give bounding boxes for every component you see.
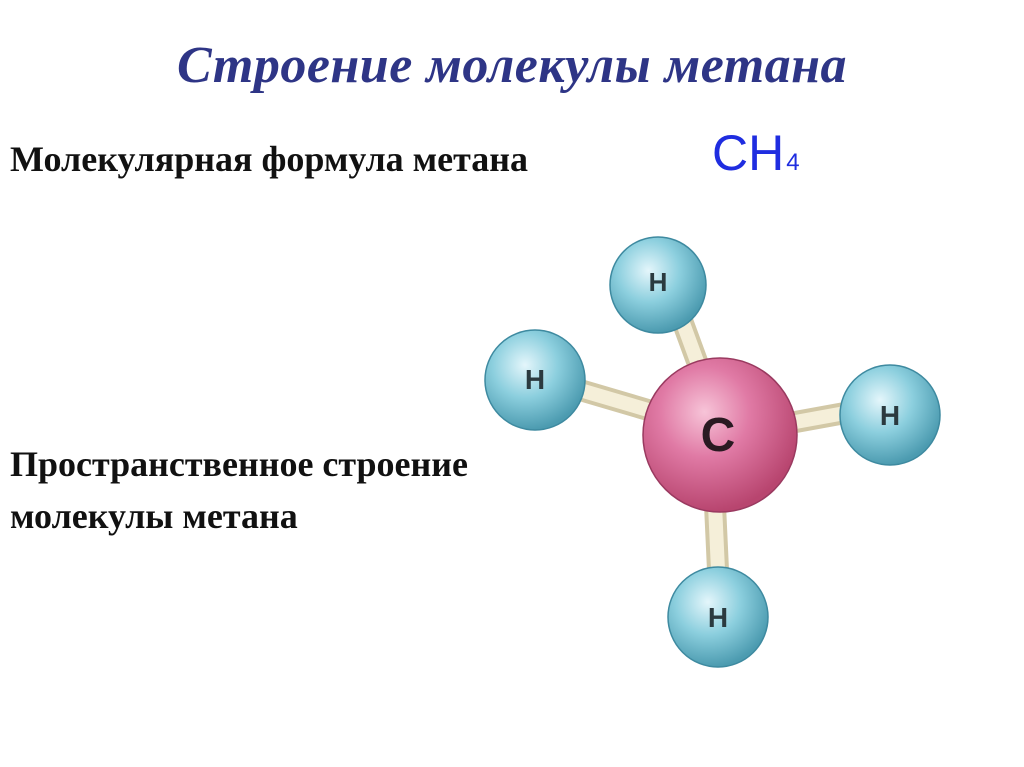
hydrogen-label: H — [708, 602, 728, 633]
bond-bottom-inner — [708, 498, 725, 577]
hydrogen-label: H — [649, 267, 668, 297]
hydrogen-label: H — [525, 364, 545, 395]
hydrogen-label: H — [880, 400, 900, 431]
structure-label-line-1: Пространственное строение — [10, 444, 468, 484]
formula-subscript: 4 — [786, 149, 800, 176]
formula-label: Молекулярная формула метана — [10, 139, 529, 179]
structure-label-line-2: молекулы метана — [10, 496, 298, 536]
hydrogen-atom-right: H — [839, 364, 941, 466]
hydrogen-atom-top: H — [609, 236, 707, 334]
methane-molecule-model: H H H C H — [484, 236, 941, 668]
hydrogen-atom-left: H — [484, 329, 586, 431]
page-title: Строение молекулы метана — [176, 37, 848, 94]
carbon-atom: C — [642, 357, 798, 513]
formula-main: CH — [712, 125, 785, 181]
bond-right-inner — [783, 406, 852, 430]
carbon-label: C — [701, 409, 736, 462]
molecular-formula: CH4 — [712, 128, 800, 178]
structure-label: Пространственное строение молекулы метан… — [10, 438, 468, 542]
hydrogen-atom-bottom: H — [667, 566, 769, 668]
